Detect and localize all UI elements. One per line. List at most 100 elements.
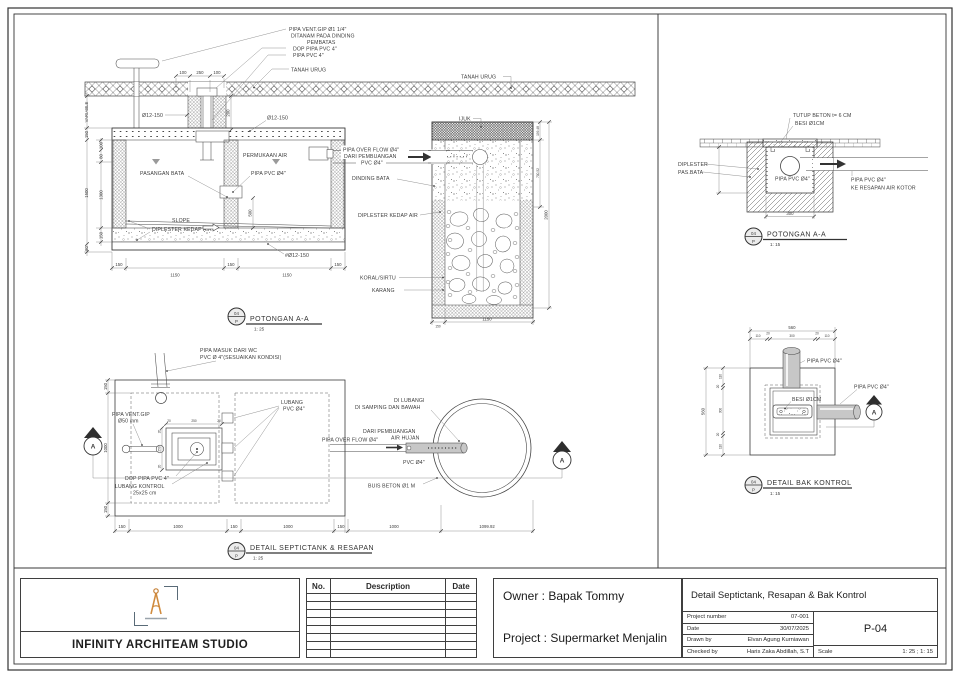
label-diplester-1: DIPLESTER KEDAP AIR (152, 227, 212, 233)
note-vent-pipe: PIPA VENT.GIP Ø1 1/4" (289, 27, 347, 33)
label-overflow-1: PIPA OVER FLOW Ø4" (343, 148, 399, 154)
callout-potongan-aa-25: 04 P POTONGAN A-A 1: 25 (227, 307, 322, 332)
field-row: Checked by Haris Zaka Abdillah, S.T (683, 647, 813, 658)
dim-pb1000b: 1000 (283, 524, 293, 529)
callout-title: POTONGAN A-A (767, 232, 826, 239)
callout-title: POTONGAN A-A (250, 316, 309, 323)
label-pipa-top-bakplan: PIPA PVC Ø4" (807, 359, 842, 365)
dim-b1150a: 1150 (170, 273, 180, 278)
callout-scale: 1: 25 (253, 556, 264, 561)
label-lubang-2: PVC Ø4" (283, 407, 305, 413)
callout-scale: 1: 15 (770, 491, 781, 496)
dim-pl1000: 1000 (103, 443, 108, 453)
callout-sheet: P (752, 488, 755, 493)
rock-fill (446, 208, 515, 305)
label-vent-plan-2: Ø50 mm (118, 419, 139, 425)
bak-kontrol-section-drawing: TUTUP BETON t= 6 CM BESI Ø1CM DIPLESTER … (678, 113, 928, 219)
pebbles (445, 210, 520, 299)
sheet-fields: Project number 07-001 Date 30/07/2025 Dr… (683, 612, 813, 657)
revision-col-description: Description (331, 579, 446, 593)
revision-empty-row (307, 634, 476, 642)
label-slope: SLOPE (172, 218, 190, 224)
label-besi-section: BESI Ø1CM (795, 121, 824, 127)
field-row: Date 30/07/2025 (683, 624, 813, 635)
label-dinding-bata: DINDING BATA (352, 176, 390, 182)
label-pvc-plan: PVC Ø4" (403, 460, 425, 466)
callout-number: 04 (234, 545, 239, 550)
company-cell: INFINITY ARCHITEAM STUDIO (20, 578, 300, 658)
dim-t100b: 100 (213, 70, 221, 75)
bak-kontrol-plan-drawing: A PIPA PVC Ø4" PIPA PVC Ø4" BESI Ø1CM 56… (701, 325, 889, 458)
field-label: Date (687, 625, 700, 632)
resapan-section-drawing (428, 121, 534, 319)
label-lubang-1: LUBANG (281, 400, 303, 406)
revision-col-no: No. (307, 579, 331, 593)
dim-t110a: 110 (755, 334, 760, 338)
label-dari-2: AIR HUJAN (391, 436, 420, 442)
revision-empty-row (307, 602, 476, 610)
label-pipa-in: PIPA PVC Ø4" (775, 177, 810, 183)
dim-pb150a: 150 (118, 524, 126, 529)
revision-empty-row (307, 594, 476, 602)
label-diplester-bak: DIPLESTER (678, 162, 708, 168)
section-marker-a-bak: A (872, 410, 877, 417)
revision-empty-row (307, 610, 476, 618)
septictank-section-dimensions: VARIABLE 150 1500 80 100 80 1300 150 100… (84, 70, 552, 329)
note-pembatas: PEMBATAS (307, 40, 336, 46)
ground-band (84, 81, 636, 97)
callout-number: 04 (751, 479, 756, 484)
dim-b150a: 150 (115, 262, 123, 267)
project-name: Project : Supermarket Menjalin (503, 631, 668, 645)
callout-scale: 1: 25 (254, 327, 265, 332)
section-marker-a-right: A (560, 458, 565, 465)
note-ditanam: DITANAM PADA DINDING (291, 34, 355, 40)
dim-199: 199.48 (536, 126, 540, 136)
dim-b1150b: 1150 (282, 273, 292, 278)
dim-t100a: 100 (179, 70, 187, 75)
label-overflow-3: PVC Ø4" (361, 161, 383, 167)
label-pas-bata: PAS.BATA (678, 170, 704, 176)
dim-300-bak: 300 (786, 211, 794, 216)
note-tanah-urug-1: TANAH URUG (291, 68, 326, 74)
dim-100: 100 (99, 141, 104, 149)
revision-empty-row (307, 650, 476, 657)
dim-rb1150: 1150 (482, 317, 492, 322)
sheet-borders (7, 7, 953, 671)
label-besi-bakplan: BESI Ø1CM (792, 397, 821, 403)
dim-rb150: 150 (435, 325, 441, 329)
section-marker-a-left: A (91, 444, 96, 451)
dim-pb1000c: 1000 (389, 524, 399, 529)
dim-c20b: 20 (217, 419, 221, 423)
callout-sheet: P (752, 239, 755, 244)
label-diplester-2: DIPLESTER KEDAP AIR (358, 213, 418, 219)
label-tutup-beton: TUTUP BETON t= 6 CM (793, 113, 851, 119)
septictank-plan-drawing: A A (83, 352, 572, 517)
dim-pl150a: 150 (103, 382, 108, 390)
field-value: 07-001 (790, 614, 809, 621)
dim-1300: 1300 (99, 190, 104, 200)
dim-l300: 300 (719, 408, 723, 414)
logo-bracket-icon (134, 612, 148, 626)
field-value: Elvan Agung Kurniawan (747, 637, 809, 644)
dim-t560: 560 (788, 325, 796, 330)
dim-l20a: 20 (716, 385, 720, 389)
logo-bracket-icon (164, 586, 178, 600)
callout-number: 04 (234, 311, 239, 316)
dim-t20a: 20 (766, 332, 770, 336)
dim-c250l: 250 (158, 446, 162, 452)
field-label: Drawn by (687, 637, 712, 644)
dim-b150c: 150 (334, 262, 342, 267)
label-karang: KARANG (372, 288, 395, 294)
label-overflow-plan: PIPA OVER FLOW Ø4" (322, 438, 378, 444)
revision-table: No. Description Date (306, 578, 477, 658)
callout-scale: 1: 15 (770, 242, 781, 247)
dim-t110b: 110 (824, 334, 829, 338)
callout-title: DETAIL SEPTICTANK & RESAPAN (250, 545, 374, 552)
label-pasangan-bata: PASANGAN BATA (140, 171, 185, 177)
field-row: Project number 07-001 (683, 612, 813, 624)
dim-2000: 2000 (544, 210, 549, 220)
dim-pb1099: 1099.92 (479, 524, 495, 529)
label-d12-left: Ø12-150 (142, 113, 163, 119)
dim-150i: 150 (99, 231, 104, 239)
note-dop: DOP PIPA PVC 4" (293, 47, 337, 53)
